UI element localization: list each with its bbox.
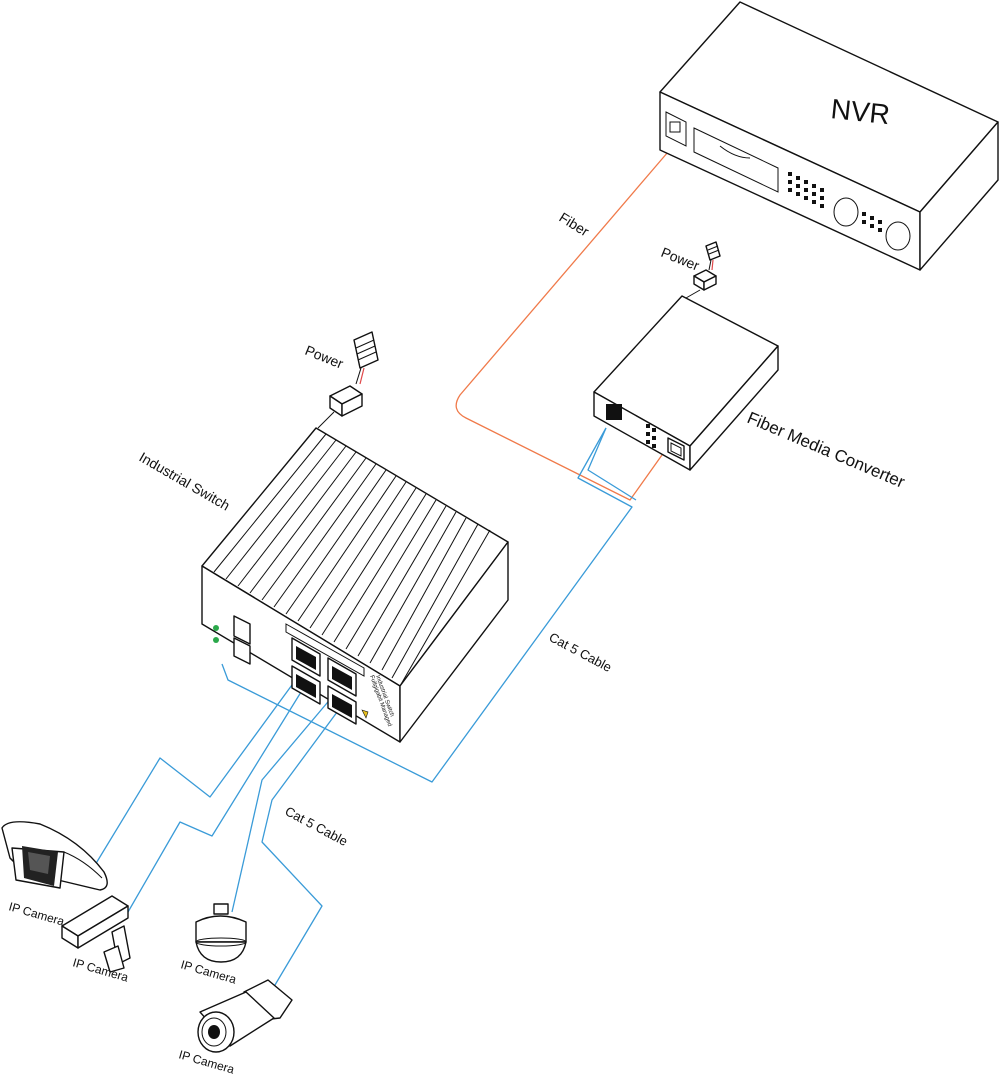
camera-3-label: IP Camera — [179, 957, 238, 986]
nvr-power-port — [665, 111, 687, 147]
cat5-cable-lower-label: Cat 5 Cable — [283, 803, 351, 848]
fiber-media-converter-label: Fiber Media Converter — [744, 408, 907, 492]
nvr-knob-right — [885, 221, 911, 251]
converter-leds — [646, 424, 656, 448]
ip-camera-1 — [1, 821, 108, 891]
nvr-device — [659, 1, 999, 271]
fiber-label: Fiber — [556, 209, 592, 240]
industrial-switch — [201, 427, 509, 743]
cat5-cables — [91, 427, 637, 991]
switch-warning-icon — [361, 709, 369, 719]
switch-power-plug — [353, 331, 379, 385]
fiber-cable — [455, 151, 676, 501]
ip-camera-3 — [195, 903, 247, 963]
ip-camera-2 — [61, 895, 131, 973]
switch-power-adapter — [317, 385, 363, 429]
camera-1-label: IP Camera — [7, 899, 66, 928]
cat5-cable-upper-label: Cat 5 Cable — [547, 629, 615, 674]
media-converter-power-adapter — [685, 241, 721, 299]
camera-4-label: IP Camera — [177, 1047, 236, 1076]
converter-fiber-port — [606, 404, 622, 420]
nvr-knob-left — [833, 197, 859, 227]
nvr-drive-bay — [693, 127, 779, 193]
switch-led-2 — [213, 637, 219, 643]
switch-heatsink-fins — [213, 433, 491, 687]
nvr-label: NVR — [829, 93, 891, 130]
fiber-media-converter — [593, 295, 779, 471]
industrial-switch-label: Industrial Switch — [137, 449, 233, 514]
converter-power-label: Power — [659, 244, 702, 274]
nvr-button-grid — [788, 172, 882, 232]
switch-power-label: Power — [303, 342, 346, 372]
switch-console-port-1 — [233, 615, 251, 645]
switch-rj45-ports — [291, 637, 357, 725]
switch-console-port-2 — [233, 637, 251, 665]
switch-led-1 — [213, 625, 219, 631]
ip-camera-4 — [197, 979, 293, 1053]
